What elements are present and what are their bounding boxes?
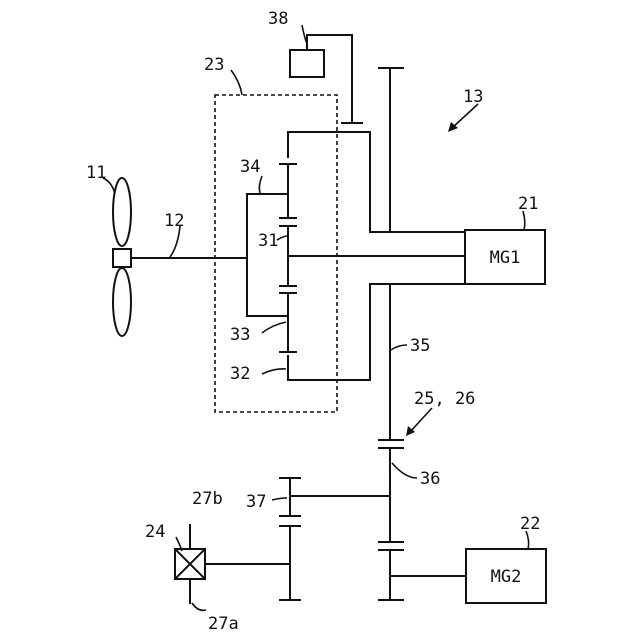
brake-box xyxy=(290,50,324,77)
label-fan: 11 xyxy=(86,163,106,183)
leader-lines xyxy=(103,25,529,610)
leader-36 xyxy=(392,463,417,478)
label-ring: 32 xyxy=(230,364,250,384)
fan-hub xyxy=(113,249,131,267)
output-gear-13 xyxy=(379,68,403,232)
brake-38 xyxy=(290,35,362,123)
leader-31 xyxy=(277,236,287,240)
label-mg1-ref: 21 xyxy=(518,194,538,214)
fan-11 xyxy=(113,178,131,336)
arrow-25-26 xyxy=(410,408,432,432)
fan-blade-lower xyxy=(113,268,131,336)
mg1-label: MG1 xyxy=(490,248,521,268)
label-gear-37: 37 xyxy=(246,492,266,512)
label-axle-a: 27a xyxy=(208,614,239,634)
reference-labels: 11 12 13 21 22 23 24 25, 26 27b 27a 31 3… xyxy=(86,9,540,634)
leader-34 xyxy=(259,176,262,193)
leader-33 xyxy=(262,322,286,333)
label-sun: 31 xyxy=(258,231,278,251)
fan-blade-upper xyxy=(113,178,131,246)
label-planetary: 23 xyxy=(204,55,224,75)
carrier-frame xyxy=(247,194,288,316)
label-pinion: 33 xyxy=(230,325,250,345)
brake-line xyxy=(307,35,352,123)
label-mg2-ref: 22 xyxy=(520,514,540,534)
label-gear-36: 36 xyxy=(420,469,440,489)
label-system: 13 xyxy=(463,87,483,107)
label-brake: 38 xyxy=(268,9,288,29)
leader-23 xyxy=(231,70,242,95)
pinion-upper xyxy=(280,164,296,218)
label-shaft: 12 xyxy=(164,211,184,231)
arrow-13 xyxy=(452,104,478,128)
label-carrier: 34 xyxy=(240,157,260,177)
leader-27a xyxy=(192,603,206,610)
counter-gear-35 xyxy=(379,284,403,600)
leader-32 xyxy=(262,369,286,374)
differential-24 xyxy=(175,525,290,603)
mg2-label: MG2 xyxy=(491,567,522,587)
label-gear-pair: 25, 26 xyxy=(414,389,475,409)
label-gear-35: 35 xyxy=(410,336,430,356)
label-axle-b: 27b xyxy=(192,489,223,509)
carrier-34 xyxy=(247,194,288,316)
label-differential: 24 xyxy=(145,522,165,542)
leader-35 xyxy=(391,345,407,350)
leader-37 xyxy=(272,498,287,500)
